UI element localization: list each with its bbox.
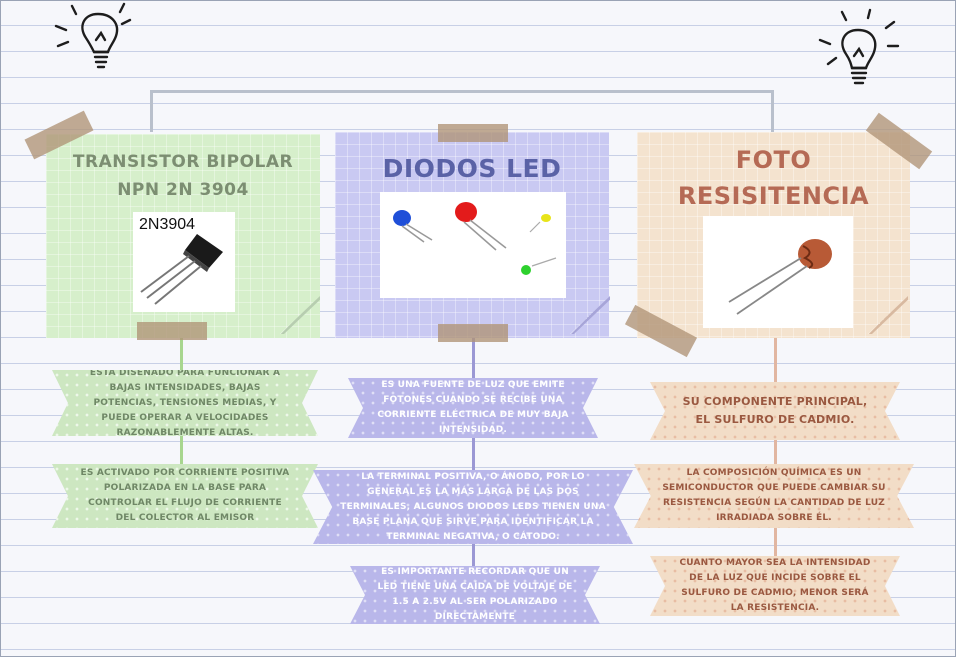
connector-left-drop <box>150 90 153 132</box>
transistor-title-line2: NPN 2N 3904 <box>117 180 249 200</box>
photoresistor-drawing <box>728 239 832 315</box>
foto-info-2: La composición química es un semiconduct… <box>634 464 914 528</box>
connector-top <box>150 90 774 93</box>
led-image <box>380 192 566 298</box>
led-drawing <box>393 202 557 275</box>
transistor-title-line1: TRANSISTOR BIPOLAR <box>72 152 294 172</box>
tape-strip <box>137 322 207 340</box>
transistor-drawing <box>140 234 223 305</box>
foto-image <box>703 216 853 328</box>
foto-title-line1: FOTO <box>735 146 812 174</box>
tape-strip <box>438 124 508 142</box>
transistor-image: 2N3904 <box>133 212 235 312</box>
transistor-image-label: 2N3904 <box>139 216 196 233</box>
foto-title-line2: RESISITENCIA <box>677 182 870 210</box>
lightbulb-icon <box>818 8 900 85</box>
transistor-info-1: Está diseñado para funcionar a bajas int… <box>52 370 318 436</box>
connector-right-drop <box>771 90 774 132</box>
lightbulb-icon <box>54 2 132 69</box>
led-info-3: Es importante recordar que un LED tiene … <box>350 566 600 624</box>
foto-info-3: Cuanto mayor sea la intensidad de la luz… <box>650 556 900 616</box>
transistor-info-2: Es activado por corriente positiva polar… <box>52 464 318 528</box>
led-info-1: Es una fuente de luz que emite fotones c… <box>348 378 598 438</box>
led-title: DIODOS LED <box>382 154 562 183</box>
tape-strip <box>438 324 508 342</box>
led-info-2: La terminal positiva, o ánodo, por lo ge… <box>313 470 633 544</box>
foto-info-1: Su componente principal, el sulfuro de c… <box>650 382 900 440</box>
